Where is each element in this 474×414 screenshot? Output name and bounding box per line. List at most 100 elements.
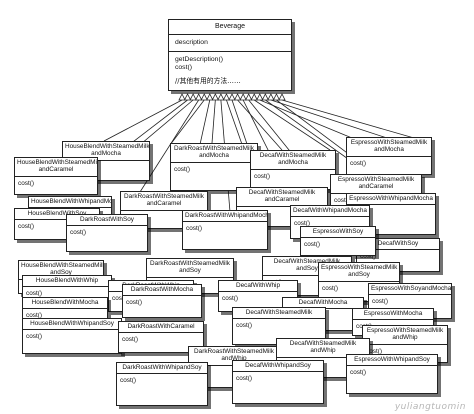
class-name: DecafWithWhip <box>219 281 297 293</box>
beverage-method-getdescription: getDescription() <box>175 56 223 64</box>
class-name: EspressoWithSteamedMilk andWhip <box>363 326 447 345</box>
class-method: cost() <box>334 196 350 204</box>
class-name: DarkRoastWithSteamedMilk andMocha <box>171 144 257 163</box>
class-box-espressowithsoy: EspressoWithSoy cost() <box>300 226 376 256</box>
inheritance-arrowhead <box>267 93 275 101</box>
inheritance-arrowhead <box>261 93 269 101</box>
class-method: cost() <box>350 369 366 377</box>
class-method: cost() <box>122 336 138 344</box>
inheritance-arrowhead <box>222 93 231 101</box>
class-name: EspressoWithWhipandMocha <box>347 194 435 206</box>
class-method: cost() <box>360 253 376 261</box>
class-name: DecafWithWhipandMocha <box>291 206 369 218</box>
watermark: yuliangtuomin <box>394 402 466 412</box>
inheritance-arrowhead <box>228 93 236 101</box>
class-name: HouseBlendWithWhip <box>23 276 111 288</box>
class-method: cost() <box>186 225 202 233</box>
class-method: cost() <box>236 322 252 330</box>
class-method: cost() <box>70 229 86 237</box>
class-name: DarkRoastWithSteamedMilk andCaramel <box>121 192 207 211</box>
inheritance-line <box>281 99 415 139</box>
class-name: DecafWithSteamedMilk andCaramel <box>237 188 327 207</box>
beverage-attribute: description <box>169 35 291 53</box>
class-name: HouseBlendWithSteamedMilk andCaramel <box>15 158 97 177</box>
inheritance-line <box>169 99 205 146</box>
inheritance-arrowhead <box>239 93 247 101</box>
class-name: HouseBlendWithWhipandMocha <box>29 197 111 209</box>
inheritance-arrowhead <box>178 93 186 101</box>
inheritance-arrowhead <box>200 93 208 101</box>
inheritance-arrowhead <box>272 93 281 101</box>
class-name: HouseBlendWithSteamedMilk andMocha <box>63 142 149 161</box>
inheritance-arrowhead <box>245 93 253 101</box>
class-method: cost() <box>126 299 142 307</box>
class-box-darkroastwithsoy: DarkRoastWithSoy cost() <box>66 214 148 252</box>
class-box-decafwithwhipandsoy: DecafWithWhipandSoy cost() <box>232 360 324 404</box>
class-method: cost() <box>366 347 382 355</box>
class-name: EspressoWithSteamedMilk andMocha <box>347 138 431 157</box>
class-box-espressowithwhipandsoy: EspressoWithWhipandSoy cost() <box>346 354 438 394</box>
inheritance-arrowhead <box>206 93 214 101</box>
class-box-darkroastwithwhipandsoy: DarkRoastWithWhipandSoy cost() <box>116 362 208 406</box>
inheritance-line <box>211 99 216 144</box>
inheritance-line <box>270 99 391 140</box>
inheritance-arrowhead <box>189 93 197 101</box>
class-name: DarkRoastWithMocha <box>123 285 201 297</box>
beverage-class-name: Beverage <box>169 20 291 36</box>
inheritance-line <box>103 99 183 142</box>
inheritance-arrowhead <box>217 93 225 101</box>
inheritance-arrowhead <box>278 93 286 101</box>
class-method: cost() <box>26 290 42 298</box>
class-method: cost() <box>350 159 366 167</box>
class-box-darkroastwithmocha: DarkRoastWithMocha cost() <box>122 284 202 318</box>
class-name: EspressoWithSteamedMilk andCaramel <box>331 175 421 194</box>
class-name: DecafWithSteamedMilk andMocha <box>251 151 335 170</box>
class-name: EspressoWithMocha <box>353 309 433 321</box>
class-name: DarkRoastWithWhipandSoy <box>117 363 207 375</box>
inheritance-line <box>259 99 353 139</box>
class-name: EspressoWithWhipandSoy <box>347 355 437 367</box>
class-name: DarkRoastWithSteamedMilk andSoy <box>147 259 233 278</box>
class-box-decafwithsteamedmilkandmocha: DecafWithSteamedMilk andMocha cost() <box>250 150 336 190</box>
class-name: DecafWithSteamedMilk andWhip <box>277 339 369 358</box>
inheritance-arrowhead <box>233 93 242 101</box>
class-name: DecafWithSoy <box>357 239 439 251</box>
beverage-comment: //其他有用的方法…… <box>175 76 241 85</box>
inheritance-arrowhead <box>256 93 264 101</box>
class-method: cost() <box>222 295 238 303</box>
class-name: HouseBlendWithWhipandSoy <box>23 319 121 331</box>
inheritance-arrowhead <box>250 93 258 101</box>
class-box-darkroastwithsteamedmilkandmocha: DarkRoastWithSteamedMilk andMocha cost() <box>170 143 258 191</box>
beverage-methods: getDescription() cost() //其他有用的方法…… <box>169 52 291 89</box>
class-method: cost() <box>304 241 320 249</box>
class-name: EspressoWithSoyandMocha <box>369 284 451 296</box>
class-name: DarkRoastWithWhipandMocha <box>183 211 267 223</box>
inheritance-arrowhead <box>195 93 203 101</box>
class-method: cost() <box>236 375 252 383</box>
class-method: cost() <box>174 165 190 173</box>
beverage-class-box: Beverage description getDescription() co… <box>168 19 292 91</box>
class-box-darkroastwithwhipandmocha: DarkRoastWithWhipandMocha cost() <box>182 210 268 250</box>
class-name: DarkRoastWithCaramel <box>119 322 203 334</box>
inheritance-line <box>254 99 331 151</box>
class-method: cost() <box>372 298 388 306</box>
class-name: DecafWithSteamedMilk andSoy <box>263 257 351 276</box>
class-method: cost() <box>112 295 128 303</box>
class-name: DarkRoastWithSoy <box>67 215 147 227</box>
inheritance-arrowhead <box>183 93 192 101</box>
class-method: cost() <box>26 312 42 320</box>
class-name: EspressoWithSoy <box>301 227 375 239</box>
class-name: DecafWithSteamedMilk <box>233 308 325 320</box>
class-method: cost() <box>120 377 136 385</box>
class-box-espressowithsteamedmilkandmocha: EspressoWithSteamedMilk andMocha cost() <box>346 137 432 175</box>
class-method: cost() <box>18 223 34 231</box>
inheritance-arrowhead <box>211 93 219 101</box>
class-name: DecafWithWhipandSoy <box>233 361 323 373</box>
class-method: cost() <box>254 172 270 180</box>
class-method: cost() <box>294 220 310 228</box>
class-name: HouseBlendWithMocha <box>23 298 107 310</box>
